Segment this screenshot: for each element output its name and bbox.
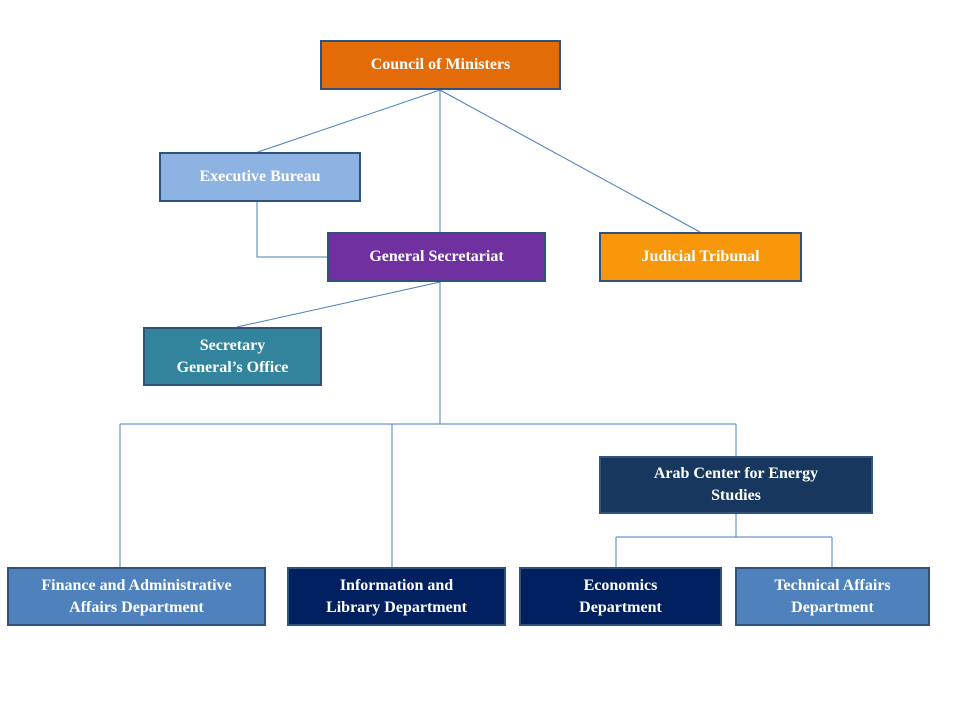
node-secretary-generals-office-label: Secretary General’s Office [176, 336, 289, 376]
node-judicial-tribunal: Judicial Tribunal [599, 232, 802, 282]
node-economics-department: Economics Department [519, 567, 722, 626]
node-information-and-library-department: Information and Library Department [287, 567, 506, 626]
node-general-secretariat: General Secretariat [327, 232, 546, 282]
node-judicial-tribunal-label: Judicial Tribunal [641, 248, 760, 265]
connector-council-to-executive-bureau [257, 89, 441, 153]
node-executive-bureau-label: Executive Bureau [199, 168, 321, 185]
connector-executive-bureau-to-general-secretariat [256, 202, 327, 258]
connector-general-secretariat-to-sg-office [236, 281, 441, 328]
node-secretary-generals-office: Secretary General’s Office [143, 327, 322, 386]
node-council-of-ministers: Council of Ministers [320, 40, 561, 90]
node-technical-affairs-department: Technical Affairs Department [735, 567, 930, 626]
node-finance-and-administrative-affairs-department-label: Finance and Administrative Affairs Depar… [41, 576, 232, 616]
node-information-and-library-department-label: Information and Library Department [326, 576, 467, 616]
node-technical-affairs-department-label: Technical Affairs Department [774, 576, 891, 616]
node-council-of-ministers-label: Council of Ministers [370, 56, 511, 73]
node-arab-center-for-energy-studies-label: Arab Center for Energy Studies [653, 465, 819, 504]
node-economics-department-label: Economics Department [579, 576, 662, 616]
node-general-secretariat-label: General Secretariat [369, 248, 504, 265]
node-arab-center-for-energy-studies: Arab Center for Energy Studies [599, 456, 873, 514]
node-executive-bureau: Executive Bureau [159, 152, 361, 202]
node-finance-and-administrative-affairs-department: Finance and Administrative Affairs Depar… [7, 567, 266, 626]
connector-council-to-judicial-tribunal [439, 89, 701, 233]
